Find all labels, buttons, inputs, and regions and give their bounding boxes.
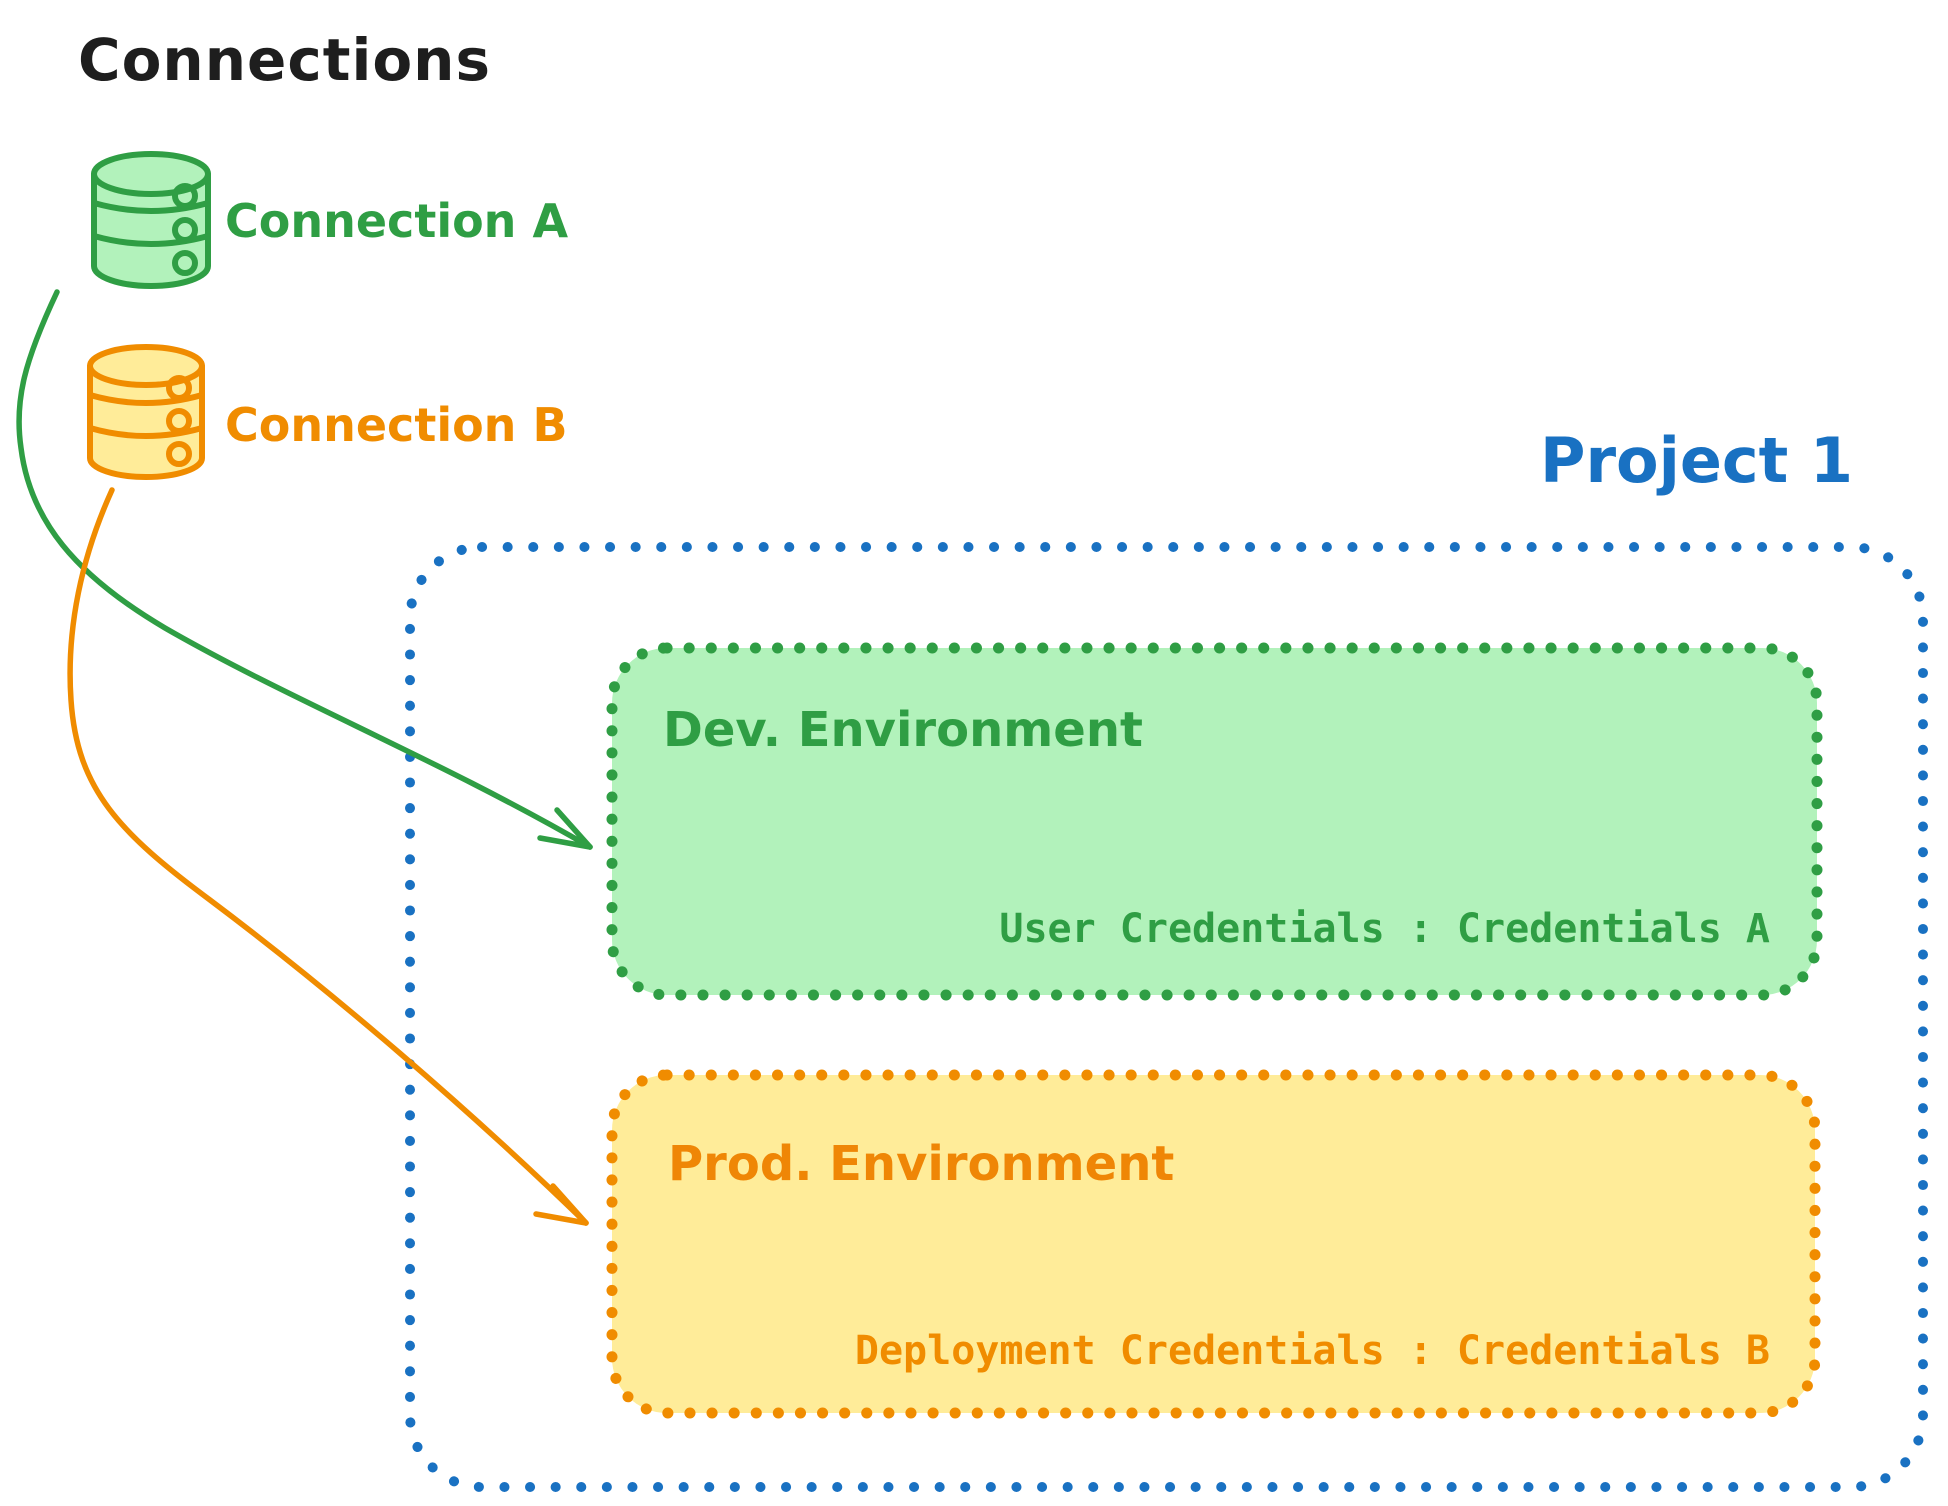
prod-environment-title: Prod. Environment <box>668 1136 1175 1192</box>
connection-a-database-icon <box>91 151 211 289</box>
project-boundary-box <box>405 542 1928 1492</box>
arrowhead <box>554 807 593 850</box>
connection-a-arrow <box>16 289 593 850</box>
project-title: Project 1 <box>1540 424 1854 497</box>
prod-environment-box <box>606 1069 1821 1419</box>
arrowhead <box>537 835 593 850</box>
connection-a-label: Connection A <box>225 194 569 248</box>
connection-b-database-icon <box>87 344 205 480</box>
connections-title: Connections <box>78 26 491 94</box>
dev-environment-box <box>606 642 1823 1001</box>
dev-environment-credentials: User Credentials : Credentials A <box>999 906 1770 952</box>
connection-b-arrow <box>67 487 589 1226</box>
arrowhead <box>550 1183 589 1226</box>
arrowhead <box>533 1211 589 1226</box>
prod-environment-credentials: Deployment Credentials : Credentials B <box>854 1328 1770 1374</box>
connection-b-label: Connection B <box>225 398 568 452</box>
dev-environment-title: Dev. Environment <box>663 702 1143 758</box>
